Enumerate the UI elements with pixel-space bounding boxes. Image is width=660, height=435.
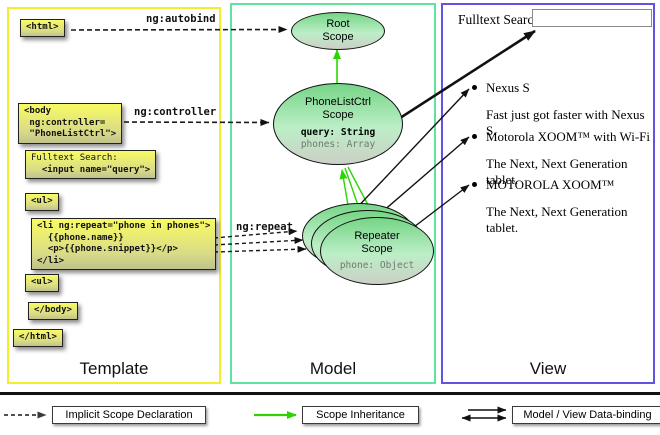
model-column: Model <box>230 3 436 384</box>
legend-separator <box>0 392 660 395</box>
phone-list-item: Nexus S Fast just got faster with Nexus … <box>472 80 657 139</box>
phone-name-row: Motorola XOOM™ with Wi-Fi <box>472 129 657 145</box>
phone-name: Motorola XOOM™ with Wi-Fi <box>486 129 651 144</box>
template-column-label: Template <box>79 359 149 378</box>
phonelistctrl-scope-title: PhoneListCtrl Scope <box>304 96 372 122</box>
ng-autobind-label: ng:autobind <box>146 13 216 25</box>
bullet-icon <box>472 134 477 139</box>
phonelistctrl-phones-prop: phones: Array <box>300 139 376 151</box>
fulltext-label-line: Fulltext Search: <box>31 153 118 163</box>
code-box-ul-open: <ul> <box>25 193 59 211</box>
view-search-input[interactable] <box>532 9 652 27</box>
phone-snippet: The Next, Next Generation tablet. <box>486 156 628 187</box>
model-column-label: Model <box>309 359 357 378</box>
code-box-body-close: </body> <box>28 302 78 320</box>
phone-list-item: MOTOROLA XOOM™ The Next, Next Generation… <box>472 177 657 236</box>
code-box-body-open: <body ng:controller= "PhoneListCtrl"> <box>18 103 123 144</box>
view-search-label: Fulltext Search: <box>458 12 544 27</box>
code-box-html-close: </html> <box>13 329 63 347</box>
phone-name: MOTOROLA XOOM™ <box>486 177 615 192</box>
phone-list-item: Motorola XOOM™ with Wi-Fi The Next, Next… <box>472 129 657 188</box>
repeater-phone-prop: phone: Object <box>339 259 415 271</box>
phone-name-row: MOTOROLA XOOM™ <box>472 177 657 193</box>
phonelistctrl-query-prop: query: String <box>300 127 376 139</box>
phonelistctrl-scope-ellipse: PhoneListCtrl Scope query: String phones… <box>273 83 403 165</box>
code-box-html-open: <html> <box>20 19 65 37</box>
phone-name-row: Nexus S <box>472 80 657 96</box>
template-column: Template <box>7 7 221 384</box>
repeater-scope-title: Repeater Scope <box>354 229 400 255</box>
ng-repeat-label: ng:repeat <box>236 221 293 233</box>
bullet-icon <box>472 85 477 90</box>
fulltext-input-line: <input name="query"> <box>41 164 151 175</box>
legend-implicit-scope: Implicit Scope Declaration <box>52 406 206 424</box>
root-scope-ellipse: Root Scope <box>291 12 385 50</box>
phone-snippet: The Next, Next Generation tablet. <box>486 204 628 235</box>
repeater-scope-ellipse-front: Repeater Scope phone: Object <box>320 217 434 285</box>
root-scope-title: Root Scope <box>322 18 354 43</box>
code-box-ul-close: <ul> <box>25 274 59 292</box>
view-column-label: View <box>529 359 567 378</box>
bullet-icon <box>472 182 477 187</box>
ng-controller-label: ng:controller <box>134 106 217 118</box>
code-box-li-repeat: <li ng:repeat="phone in phones"> {{phone… <box>31 218 217 271</box>
phone-name: Nexus S <box>486 80 530 95</box>
legend-scope-inheritance: Scope Inheritance <box>302 406 419 424</box>
legend-data-binding: Model / View Data-binding <box>512 406 660 424</box>
phone-snippet: Fast just got faster with Nexus S. <box>486 107 645 138</box>
code-box-fulltext: Fulltext Search: <input name="query"> <box>25 150 157 180</box>
